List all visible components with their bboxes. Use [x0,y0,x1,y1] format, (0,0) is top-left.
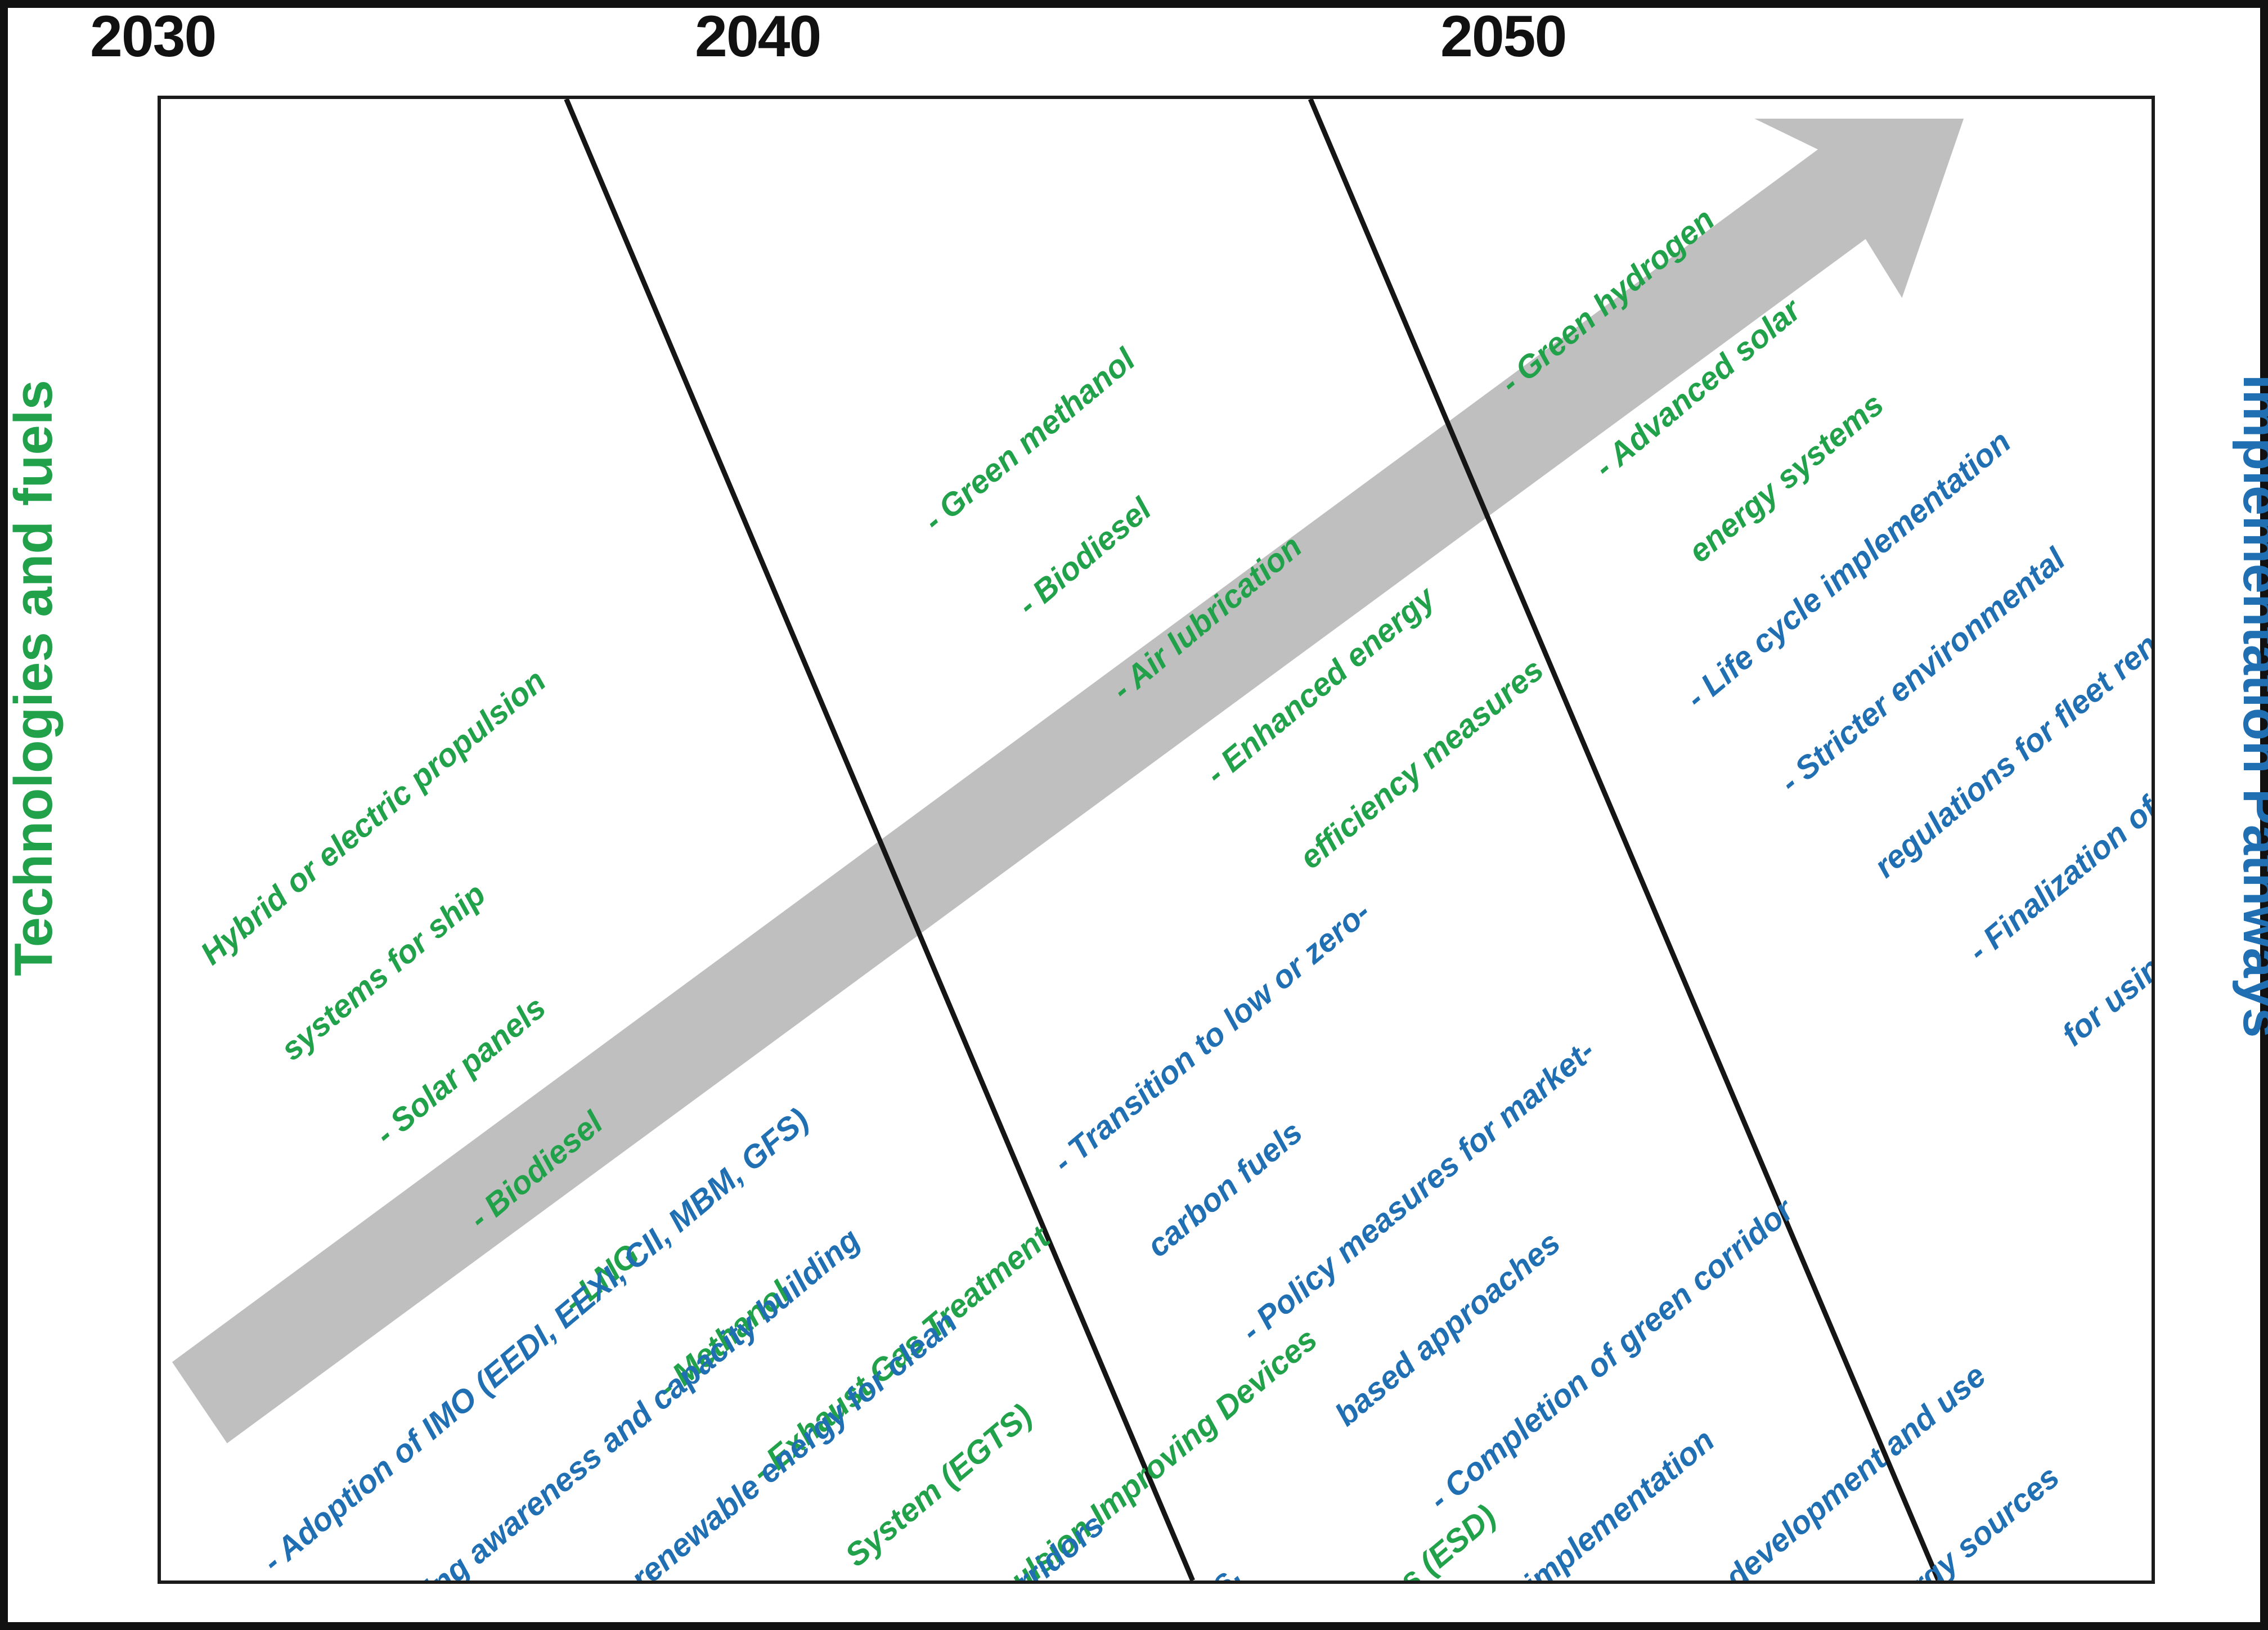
progress-arrow [172,118,1964,1444]
year-label-2030: 2030 [90,4,217,69]
year-label-2040: 2040 [695,4,821,69]
line: - Stricter environmental [1759,541,2072,812]
year-label-2050: 2050 [1440,4,1567,69]
plot-box: Hybrid or electric propulsion systems fo… [158,96,2155,1584]
divider-line-2 [1308,99,1941,1580]
axis-label-technologies-and-fuels: Technologies and fuels [3,380,64,976]
divider-line-1 [564,99,1195,1580]
diagram-overlay [172,99,1964,1580]
line: - Policies for green economics (incentiv… [656,1506,1306,1580]
axis-label-implementation-pathways: Implementation Pathways [2232,374,2268,1038]
